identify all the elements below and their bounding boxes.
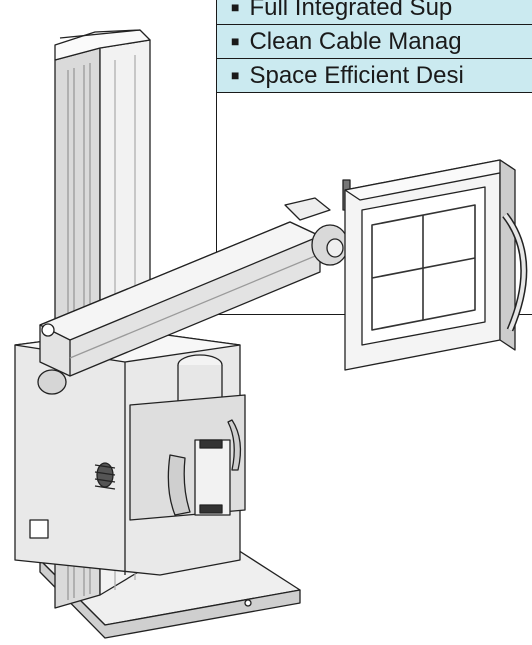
detector-frame-side [499,159,516,351]
spring-knob [94,462,116,490]
arm-pivot [37,369,67,395]
collimator-panel [194,439,231,516]
arm-knob [41,323,55,337]
base-bolt [244,599,252,607]
feature-label: Full Integrated Sup [249,0,453,21]
collimator-handle-right [227,419,242,471]
detector-joint-cap [326,238,344,258]
bullet-icon: ■ [231,32,240,49]
feature-label: Space Efficient Desi [249,61,464,89]
feature-list-panel: ■ Full Integrated Sup ■ Clean Cable Mana… [216,0,532,315]
collimator-button-row [199,504,223,514]
column-cap-edge [59,29,141,39]
bullet-icon: ■ [231,66,240,83]
collimator-button-row [199,439,223,449]
collimator-handle-left [167,454,191,516]
feature-row-integrated-support: ■ Full Integrated Sup [217,0,532,25]
detector-mount-top [284,197,331,221]
carriage-label-plate [29,519,49,539]
feature-row-cable-management: ■ Clean Cable Manag [217,25,532,59]
detector-grid-outer [371,204,476,331]
detector-handle-inner [503,213,526,331]
arm-groove [69,253,321,359]
base-plate-edge [39,559,301,639]
feature-label: Clean Cable Manag [249,27,462,55]
feature-row-space-efficient: ■ Space Efficient Desi [217,59,532,93]
detector-grid-horizontal [371,257,476,279]
bullet-icon: ■ [231,0,240,15]
